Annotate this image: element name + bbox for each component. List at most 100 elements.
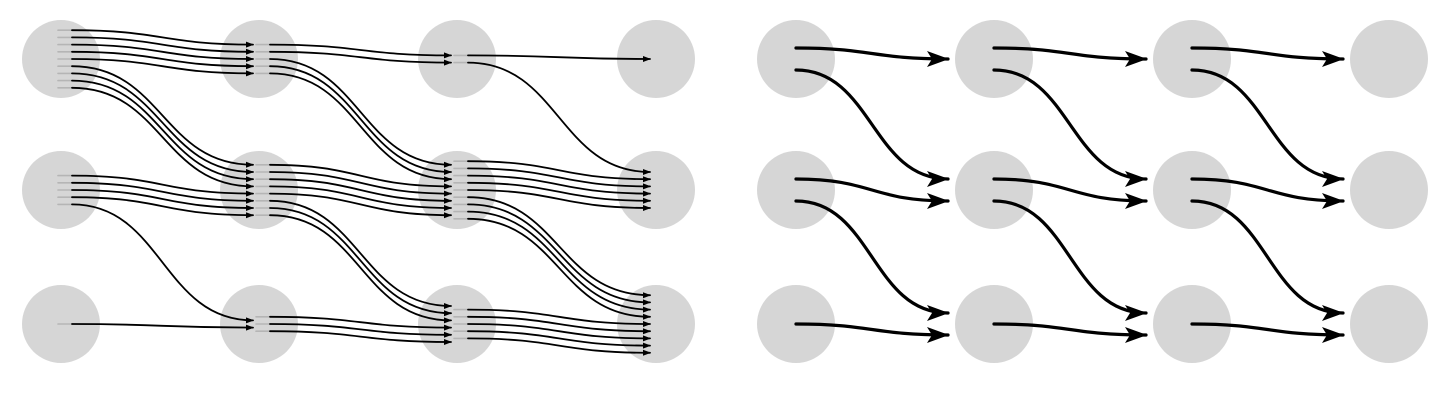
left-edge-c2r0-to-c3r0-0: [453, 54, 651, 62]
edge-arrow: [794, 46, 950, 67]
right-node-c0-r0: [757, 20, 835, 98]
left-edge-c1r1-to-c2r2-1: [255, 207, 452, 317]
left-edge-c0r0-to-c1r0-2: [57, 43, 254, 62]
edge-arrow: [71, 174, 254, 197]
left-node-c3-r0: [617, 20, 695, 98]
edge-arrow: [467, 189, 651, 211]
left-node-c2-r0: [418, 20, 496, 98]
left-edge-c2r2-to-c3r2-0: [453, 308, 651, 327]
edge-arrow: [269, 315, 452, 331]
right-edge-c2r2-to-c3r2-0: [1190, 322, 1345, 343]
left-edge-c0r0-to-c1r1-0: [57, 65, 254, 168]
left-edge-c2r1-to-c3r1-0: [453, 160, 651, 183]
left-edge-c1r2-to-c2r2-2: [255, 330, 452, 345]
left-edge-c1r2-to-c2r2-0: [255, 315, 452, 331]
right-node-c2-r1: [1153, 151, 1231, 229]
edge-arrow: [467, 323, 651, 342]
right-edge-c0r0-to-c1r0-0: [794, 46, 950, 67]
right-edge-c0r0-to-c1r1-0: [794, 68, 950, 187]
left-edge-c2r2-to-c3r2-1: [453, 315, 651, 335]
edge-arrow: [71, 29, 254, 48]
left-edge-c1r0-to-c2r1-2: [255, 72, 452, 183]
left-edge-c0r1-to-c1r1-2: [57, 189, 254, 211]
left-edge-c1r1-to-c2r1-0: [255, 163, 452, 190]
left-edge-c1r1-to-c2r2-2: [255, 214, 452, 324]
edge-arrow: [269, 43, 452, 59]
edge-arrow: [71, 86, 254, 190]
left-multigraph-diagram: [22, 20, 695, 363]
edge-arrow: [1190, 177, 1345, 209]
left-edge-c0r0-to-c1r0-1: [57, 36, 254, 55]
right-edge-c1r1-to-c2r2-0: [992, 199, 1148, 321]
left-edge-c0r1-to-c1r1-1: [57, 181, 254, 204]
edge-arrow: [71, 58, 254, 77]
right-node-c1-r0: [955, 20, 1033, 98]
edge-arrow: [1190, 199, 1345, 321]
edge-arrow: [71, 36, 254, 55]
edge-arrow: [71, 50, 254, 70]
left-edge-c1r0-to-c2r0-0: [255, 43, 452, 59]
right-edge-c2r1-to-c3r2-0: [1190, 199, 1345, 321]
right-node-c2-r0: [1153, 20, 1231, 98]
left-edge-c0r0-to-c1r1-3: [57, 86, 254, 190]
left-edge-c1r0-to-c2r1-0: [255, 58, 452, 168]
edge-arrow: [269, 330, 452, 345]
left-node-c3-r1: [617, 151, 695, 229]
edge-arrow: [467, 308, 651, 327]
right-simple-graph-diagram: [757, 20, 1428, 363]
edge-arrow: [269, 58, 452, 168]
edge-arrow: [794, 199, 950, 321]
left-edge-c1r2-to-c2r2-1: [255, 323, 452, 338]
left-edge-c0r0-to-c1r1-1: [57, 72, 254, 175]
right-edge-c0r2-to-c1r2-0: [794, 322, 950, 343]
edge-arrow: [467, 167, 651, 190]
edge-arrow: [71, 65, 254, 168]
left-edge-c1r1-to-c2r2-0: [255, 199, 452, 309]
right-node-c3-r0: [1350, 20, 1428, 98]
right-edge-c1r1-to-c2r1-0: [992, 177, 1148, 209]
edge-arrow: [467, 337, 651, 356]
left-edge-layer: [57, 29, 651, 356]
left-edge-c2r1-to-c3r1-1: [453, 167, 651, 190]
left-edge-c0r0-to-c1r0-3: [57, 50, 254, 70]
edge-arrow: [992, 199, 1148, 321]
right-edge-layer: [794, 46, 1345, 343]
left-edge-c1r0-to-c2r0-1: [255, 50, 452, 66]
left-edge-c2r1-to-c3r1-2: [453, 174, 651, 197]
left-edge-c0r0-to-c1r0-4: [57, 58, 254, 77]
edge-arrow: [269, 214, 452, 324]
edge-arrow: [1190, 46, 1345, 67]
right-edge-c1r0-to-c2r0-0: [992, 46, 1148, 67]
edge-arrow: [71, 43, 254, 62]
edge-arrow: [467, 181, 651, 204]
right-edge-c2r1-to-c3r1-0: [1190, 177, 1345, 209]
left-edge-c0r0-to-c1r1-2: [57, 79, 254, 183]
left-edge-c0r1-to-c1r1-0: [57, 174, 254, 197]
left-edge-c1r0-to-c2r1-1: [255, 65, 452, 175]
edge-arrow: [794, 68, 950, 187]
left-node-layer: [22, 20, 695, 363]
edge-arrow: [269, 178, 452, 204]
edge-arrow: [467, 54, 651, 62]
left-edge-c2r2-to-c3r2-2: [453, 323, 651, 342]
edge-arrow: [992, 46, 1148, 67]
left-edge-c2r2-to-c3r2-3: [453, 330, 651, 349]
edge-arrow: [71, 196, 254, 219]
edge-arrow: [992, 322, 1148, 343]
edge-arrow: [1190, 68, 1345, 187]
edge-arrow: [71, 323, 254, 331]
edge-arrow: [467, 330, 651, 349]
edge-arrow: [992, 177, 1148, 209]
edge-arrow: [467, 61, 651, 175]
left-edge-c2r0-to-c3r1-0: [453, 61, 651, 175]
left-edge-c2r2-to-c3r2-4: [453, 337, 651, 356]
edge-arrow: [467, 160, 651, 183]
right-edge-c2r0-to-c3r0-0: [1190, 46, 1345, 67]
edge-arrow: [269, 65, 452, 175]
edge-arrow: [269, 207, 452, 317]
right-node-c3-r1: [1350, 151, 1428, 229]
left-edge-c0r1-to-c1r1-3: [57, 196, 254, 219]
left-edge-c1r1-to-c2r1-1: [255, 171, 452, 197]
edge-arrow: [269, 50, 452, 66]
left-node-c3-r2: [617, 285, 695, 363]
